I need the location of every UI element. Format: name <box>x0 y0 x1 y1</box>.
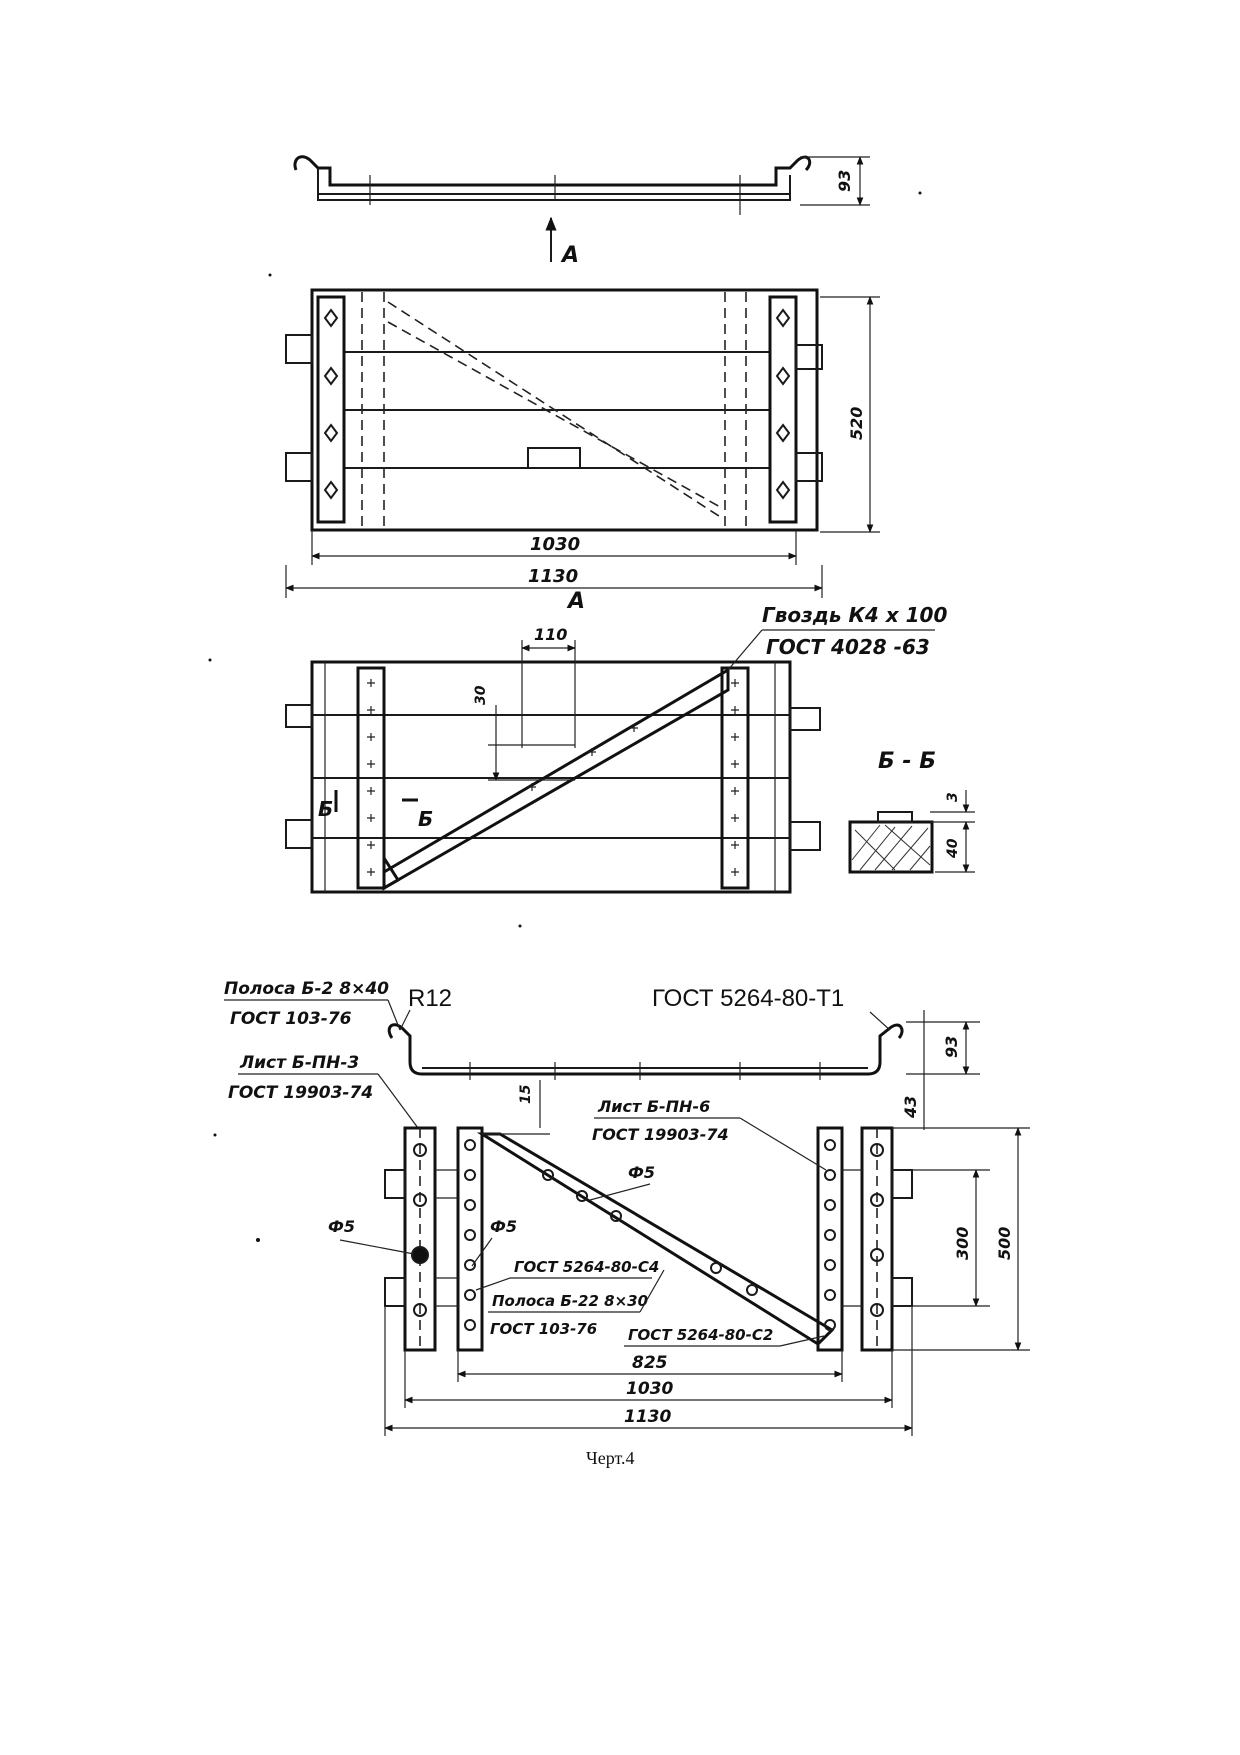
view-b-nail-line1: Гвоздь К4 х 100 <box>762 603 947 627</box>
scan-specks <box>208 191 922 1242</box>
view-b-dim-110: 110 <box>534 625 567 644</box>
radius-label: R12 <box>408 985 452 1012</box>
phi5-mid: Ф5 <box>490 1217 517 1236</box>
view-a-dim-outer: 1130 <box>528 566 578 587</box>
sheet-label-4: ГОСТ 19903-74 <box>592 1125 729 1144</box>
section-dim-3: 3 <box>945 792 961 802</box>
view-b-cut-left: Б <box>318 797 333 821</box>
view-a-section-label: А <box>566 589 585 614</box>
view-c-dim-93: 93 <box>942 1036 961 1058</box>
phi5-upper: Ф5 <box>628 1163 655 1182</box>
phi5-left: Ф5 <box>328 1217 355 1236</box>
gost-t1-label: ГОСТ 5264-80-Т1 <box>652 985 844 1012</box>
view-b-plan: 110 30 Б Б Гвоздь К4 х 100 ГОСТ 4028 -63 <box>285 603 947 894</box>
strip2-label-2: ГОСТ 103-76 <box>490 1320 597 1338</box>
view-c-plan: 15 Лист Б-ПН-6 ГОСТ 19903-74 Ф5 Ф5 Ф5 ГО… <box>328 1080 1030 1436</box>
view-c-dim-300: 300 <box>953 1227 972 1260</box>
figure-caption: Черт.4 <box>586 1448 634 1468</box>
view-b-nail-line2: ГОСТ 4028 -63 <box>766 635 930 659</box>
section-title: Б - Б <box>878 749 936 774</box>
view-a-plan: 520 1030 1130 А <box>285 288 880 614</box>
view-a-dim-inner: 1030 <box>530 534 580 555</box>
view-c-dim-15: 15 <box>518 1084 534 1104</box>
sheet-label-3: Лист Б-ПН-6 <box>597 1097 710 1116</box>
section-b-b: Б - Б 3 40 <box>848 749 975 874</box>
view-b-dim-30: 30 <box>473 685 489 705</box>
view-a-arrow-label: А <box>560 243 579 268</box>
view-a-arrow: А <box>545 216 579 268</box>
strip-label-1: Полоса Б-2 8×40 <box>224 979 389 999</box>
view-c-dim-500: 500 <box>995 1227 1014 1260</box>
view-a-profile: 93 <box>293 155 870 215</box>
view-c-dim-1130: 1130 <box>624 1407 671 1427</box>
view-c-dim-43: 43 <box>901 1096 920 1119</box>
view-b-cut-right: Б <box>418 807 433 831</box>
sheet-label-2: ГОСТ 19903-74 <box>228 1083 373 1103</box>
view-c-profile: R12 ГОСТ 5264-80-Т1 93 43 Полоса Б-2 8×4… <box>224 979 980 1130</box>
gost-c4-label: ГОСТ 5264-80-С4 <box>514 1258 659 1276</box>
section-dim-40: 40 <box>945 838 961 859</box>
sheet-label-1: Лист Б-ПН-3 <box>239 1053 359 1073</box>
view-c-dim-825: 825 <box>632 1353 668 1373</box>
gost-c2-label: ГОСТ 5264-80-С2 <box>628 1326 773 1344</box>
view-a-dim-depth: 520 <box>847 407 866 440</box>
view-a-dim-height: 93 <box>835 170 854 192</box>
view-c-dim-1030: 1030 <box>626 1379 673 1399</box>
strip2-label-1: Полоса Б-22 8×30 <box>492 1292 648 1310</box>
strip-label-2: ГОСТ 103-76 <box>230 1009 352 1029</box>
